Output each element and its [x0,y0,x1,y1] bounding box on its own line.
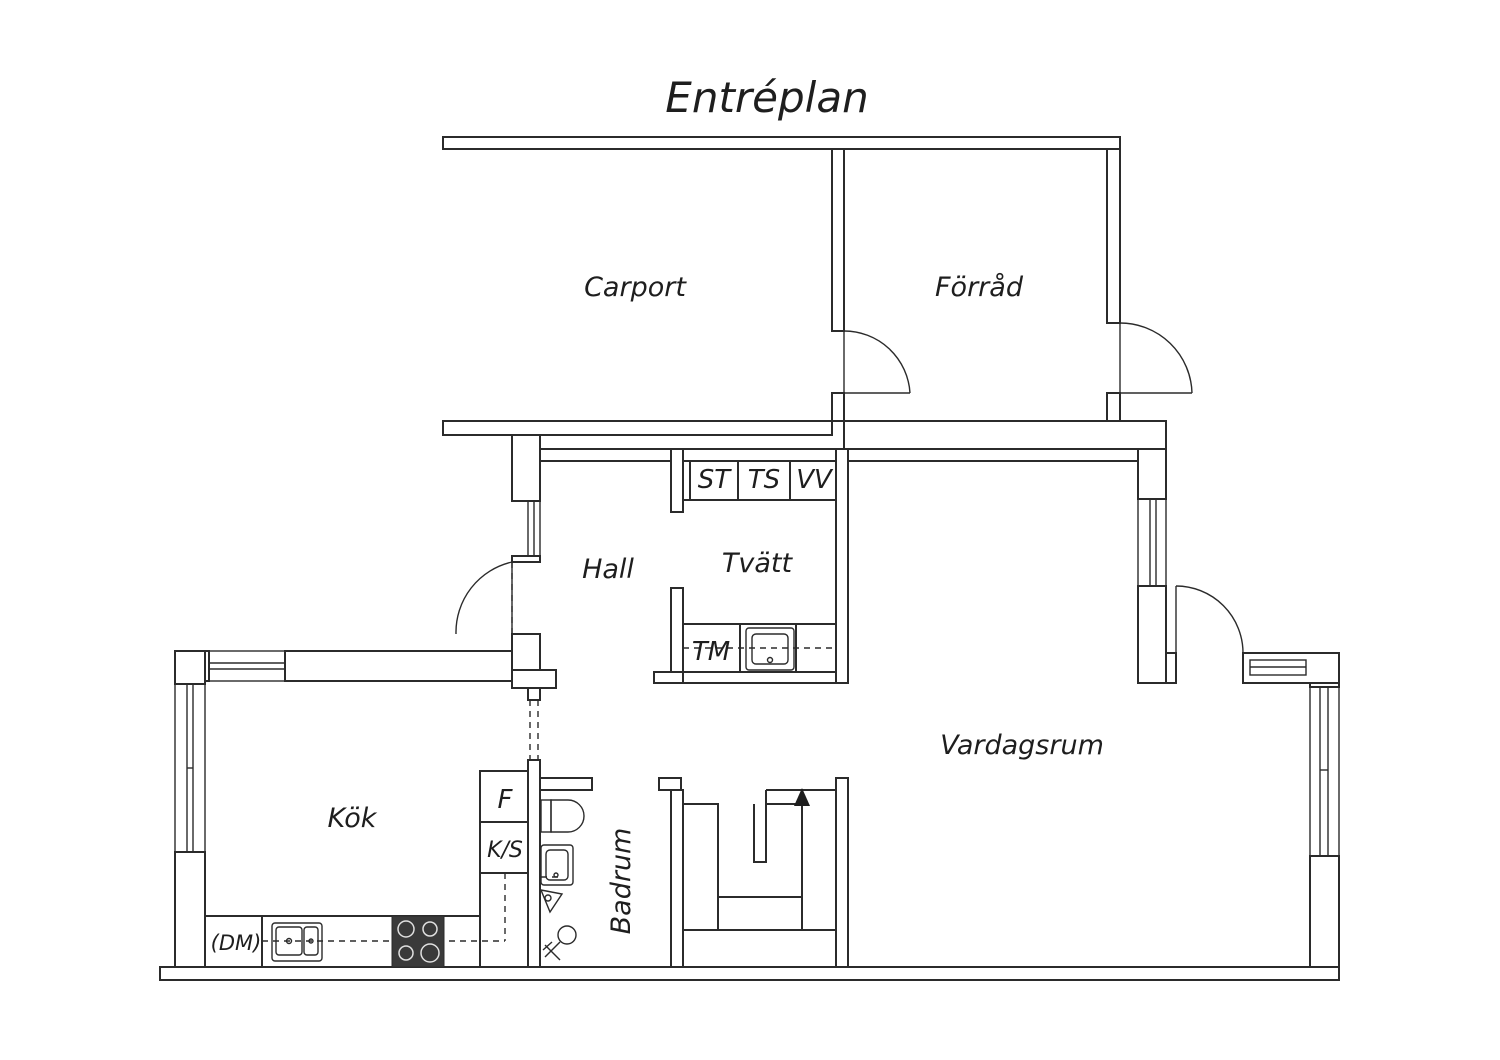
room-label-tvatt: Tvätt [722,548,794,579]
toilet-icon [540,799,585,833]
outer-storage-door [1119,322,1193,394]
fixture-freezer: K/S [487,838,523,863]
shower-icon [542,925,577,961]
window-kitchen-top [208,650,286,682]
laundry-cabinets [683,461,836,501]
living-room-door [1175,585,1244,654]
room-label-badrum: Badrum [606,828,637,935]
room-label-vardagsrum: Vardagsrum [940,730,1104,761]
stair-arrow-icon [794,788,810,806]
staircase [682,788,836,930]
carport-forrad-walls [442,136,1167,450]
fixture-st: ST [698,465,733,495]
bidet-icon [539,889,564,914]
window-living-top-right [1249,659,1307,676]
room-label-kok: Kök [328,803,378,834]
window-hall [527,500,541,557]
laundry-counter [683,623,836,672]
window-living-right-upper [1137,498,1167,587]
fixture-fridge: F [498,785,514,815]
kitchen-sink-icon [271,922,323,962]
fixture-tm: TM [692,637,730,667]
bathroom-sink-icon [540,844,574,886]
fixture-ts: TS [748,465,780,495]
window-living-right [1309,686,1340,857]
stove-icon [391,915,445,968]
forrad-door [843,330,911,394]
fixture-vv: VV [796,465,834,495]
plan-title: Entréplan [665,73,868,122]
window-kitchen-left [174,683,206,853]
room-label-hall: Hall [582,554,634,585]
entrance-door [455,561,513,635]
room-label-forrad: Förråd [935,272,1024,303]
fixture-dishwasher: (DM) [211,931,262,955]
room-label-carport: Carport [584,272,687,303]
interior-walls [527,448,849,968]
house-walls [159,434,1340,981]
